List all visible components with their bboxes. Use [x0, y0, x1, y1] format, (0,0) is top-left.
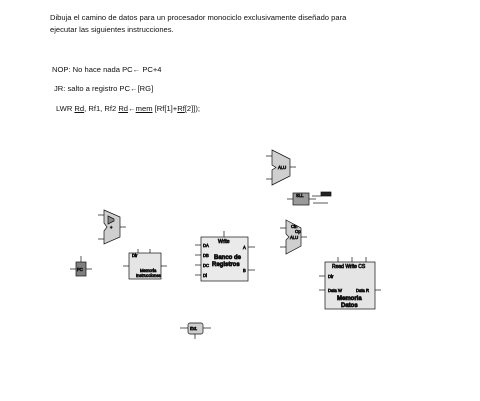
adder-left[interactable]: +	[98, 209, 126, 245]
alu-cin-label: Cin	[291, 224, 298, 229]
pc-label: PC	[77, 267, 83, 272]
data-mem-dataw-label: Data W	[328, 288, 342, 293]
instruction-nop: NOP: No hace nada PC← PC+4	[52, 65, 162, 74]
instruction-jr: JR: salto a registro PC←[RG]	[54, 84, 154, 93]
instruction-lwr: LWR Rd, Rf1, Rf2 Rd←mem [Rf[1]+Rf[2]]);	[56, 104, 201, 113]
pc-register[interactable]: PC	[70, 256, 92, 277]
alu-right[interactable]: ALU Cin Op	[280, 219, 307, 255]
reg-bank-port-a: A	[243, 245, 246, 250]
sll-box[interactable]: SLL	[287, 191, 332, 206]
reg-bank-write-label: Write	[218, 239, 230, 245]
alu-op-label: Op	[295, 229, 301, 234]
left-arrow-icon: ←	[132, 65, 141, 74]
sll-label: SLL	[296, 193, 304, 198]
left-arrow-icon: ←	[129, 84, 138, 93]
sign-extend[interactable]: Ext.	[180, 322, 211, 339]
register-bank[interactable]: Write DA DB DC Di A B Banco de Registros	[195, 231, 255, 282]
data-mem-title-2: Datos	[341, 303, 358, 309]
instruction-memory[interactable]: Dir Memoria Instrucciones	[123, 249, 167, 280]
reg-bank-title-2: Registros	[212, 262, 240, 268]
alu-right-label: ALU	[290, 235, 298, 240]
reg-bank-port-di: Di	[203, 273, 207, 278]
alu-top-label: ALU	[278, 165, 286, 170]
intro-line-1: Dibuja el camino de datos para un proces…	[50, 13, 347, 22]
data-mem-title-1: Memoria	[337, 296, 362, 302]
instr-mem-title: Memoria	[140, 268, 157, 273]
instr-mem-dir-label: Dir	[132, 253, 138, 258]
reg-bank-port-dc: DC	[203, 263, 209, 268]
alu-top[interactable]: ALU	[266, 149, 296, 186]
data-mem-dir-label: Dir	[328, 274, 334, 279]
data-memory[interactable]: Read Write CS Dir Data W Data R Memoria …	[319, 257, 381, 310]
adder-label: +	[110, 225, 113, 230]
data-mem-header: Read Write CS	[332, 264, 366, 270]
intro-line-2: ejecutar las siguientes instrucciones.	[50, 25, 174, 34]
reg-bank-title-1: Banco de	[214, 255, 242, 261]
reg-bank-port-b: B	[243, 268, 246, 273]
data-mem-datar-label: Data R	[356, 288, 369, 293]
reg-bank-port-da: DA	[203, 243, 209, 248]
left-arrow-icon: ←	[128, 104, 136, 113]
reg-bank-port-db: DB	[203, 253, 209, 258]
ext-label: Ext.	[190, 326, 197, 331]
instr-mem-subtitle: Instrucciones	[136, 273, 161, 278]
